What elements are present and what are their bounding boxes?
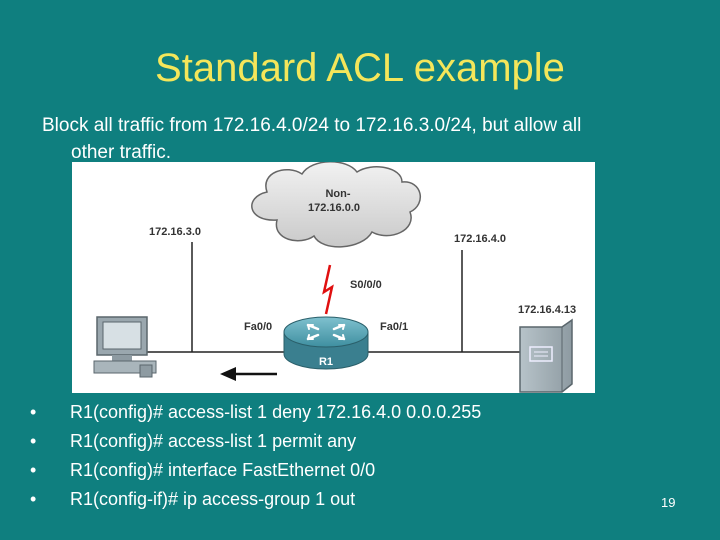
left-interface-label: Fa0/0 — [244, 321, 272, 333]
router-icon — [283, 316, 369, 370]
intro-text: Block all traffic from 172.16.4.0/24 to … — [42, 112, 692, 166]
command-text: R1(config)# interface FastEthernet 0/0 — [70, 460, 376, 480]
right-network-label: 172.16.4.0 — [454, 233, 506, 245]
command-item: • R1(config)# access-list 1 permit any — [30, 427, 670, 456]
left-network-label: 172.16.3.0 — [149, 226, 201, 238]
right-interface-label: Fa0/1 — [380, 321, 408, 333]
command-item: • R1(config)# access-list 1 deny 172.16.4… — [30, 398, 670, 427]
slide-title: Standard ACL example — [155, 46, 565, 90]
serial-link — [322, 264, 334, 315]
host-ip-label: 172.16.4.13 — [518, 304, 576, 316]
command-text: R1(config)# access-list 1 deny 172.16.4.… — [70, 402, 482, 422]
command-text: R1(config)# access-list 1 permit any — [70, 431, 357, 451]
command-item: • R1(config-if)# ip access-group 1 out — [30, 485, 670, 514]
serial-interface-label: S0/0/0 — [350, 279, 382, 291]
pc-icon — [93, 316, 157, 378]
cloud-label-line-2: 172.16.0.0 — [308, 202, 360, 214]
network-diagram-svg: Non- 172.16.0.0 S0/0/0 172.16.3.0 172.16… — [93, 162, 576, 393]
bullet: • — [30, 402, 37, 422]
intro-line-2: other traffic. — [71, 142, 171, 163]
network-diagram: Non- 172.16.0.0 S0/0/0 172.16.3.0 172.16… — [72, 162, 595, 393]
command-item: • R1(config)# interface FastEthernet 0/0 — [30, 456, 670, 485]
command-text: R1(config-if)# ip access-group 1 out — [70, 489, 356, 509]
cloud-icon — [251, 162, 421, 248]
traffic-arrow-icon — [220, 367, 277, 381]
router-label: R1 — [319, 356, 333, 368]
slide-number: 19 — [661, 495, 676, 510]
bullet: • — [30, 489, 37, 509]
bullet: • — [30, 431, 37, 451]
bullet: • — [30, 460, 37, 480]
intro-line-1: Block all traffic from 172.16.4.0/24 to … — [42, 115, 582, 136]
command-list: • R1(config)# access-list 1 deny 172.16.4… — [30, 398, 670, 514]
server-icon — [519, 318, 573, 393]
cloud-label-line-1: Non- — [325, 188, 350, 200]
